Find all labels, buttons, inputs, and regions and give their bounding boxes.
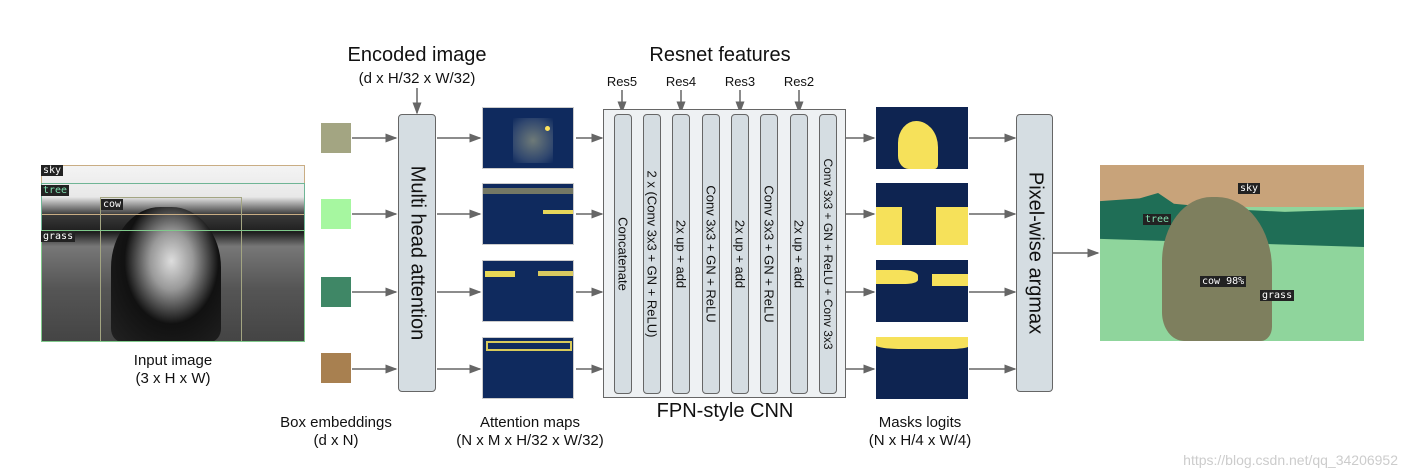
output-tag-sky: sky xyxy=(1238,183,1261,194)
res3-label: Res3 xyxy=(724,74,756,89)
attention-map-4 xyxy=(482,337,574,399)
box-embedding-cow xyxy=(321,123,351,153)
input-tag-grass: grass xyxy=(41,231,76,242)
output-tag-cow: cow 98% xyxy=(1200,276,1247,287)
res5-label: Res5 xyxy=(606,74,638,89)
box-embeddings-dims: (d x N) xyxy=(313,432,359,449)
input-tag-tree: tree xyxy=(41,185,70,196)
fpn-layer-4: Conv 3x3 + GN + ReLU xyxy=(702,114,720,394)
cow-silhouette xyxy=(111,207,221,342)
res4-label: Res4 xyxy=(665,74,697,89)
fpn-layer-2-label: 2 x (Conv 3x3 + GN + ReLU) xyxy=(644,170,660,338)
mask-logit-sky xyxy=(876,337,968,399)
input-image-dims: (3 x H x W) xyxy=(135,370,211,387)
attention-map-3 xyxy=(482,260,574,322)
encoded-image-title: Encoded image xyxy=(347,44,487,66)
box-embedding-sky xyxy=(321,353,351,383)
mask-logit-cow xyxy=(876,107,968,169)
fpn-layer-3: 2x up + add xyxy=(672,114,690,394)
multi-head-attention-block: Multi head attention xyxy=(398,114,436,392)
attention-maps-dims: (N x M x H/32 x W/32) xyxy=(456,432,604,449)
output-tag-tree: tree xyxy=(1143,214,1172,225)
pixel-wise-argmax-block: Pixel-wise argmax xyxy=(1016,114,1053,392)
input-image: sky tree cow grass xyxy=(41,165,305,342)
attention-maps-label: Attention maps xyxy=(479,414,581,431)
attention-map-1 xyxy=(482,107,574,169)
output-segmentation: sky tree cow 98% grass xyxy=(1100,165,1364,341)
mask-logit-grass xyxy=(876,183,968,245)
fpn-layer-2: 2 x (Conv 3x3 + GN + ReLU) xyxy=(643,114,661,394)
fpn-layer-1-label: Concatenate xyxy=(615,217,631,291)
box-embedding-tree xyxy=(321,277,351,307)
grass-box xyxy=(41,230,305,342)
fpn-layer-8-label: Conv 3x3 + GN + ReLU + Conv 3x3 xyxy=(821,158,835,350)
res2-label: Res2 xyxy=(783,74,815,89)
fpn-layer-7-label: 2x up + add xyxy=(791,219,807,289)
fpn-cnn-label: FPN-style CNN xyxy=(656,400,794,422)
fpn-layer-4-label: Conv 3x3 + GN + ReLU xyxy=(703,185,719,323)
cow-region xyxy=(1162,197,1272,341)
multi-head-attention-label: Multi head attention xyxy=(406,165,429,341)
mask-logit-tree xyxy=(876,260,968,322)
input-tag-sky: sky xyxy=(41,165,64,176)
encoded-image-dims: (d x H/32 x W/32) xyxy=(358,70,476,87)
fpn-cnn-block xyxy=(603,109,846,398)
fpn-layer-7: 2x up + add xyxy=(790,114,808,394)
fpn-layer-6-label: Conv 3x3 + GN + ReLU xyxy=(761,185,777,323)
fpn-layer-1: Concatenate xyxy=(614,114,632,394)
resnet-features-title: Resnet features xyxy=(649,44,791,66)
fpn-layer-8: Conv 3x3 + GN + ReLU + Conv 3x3 xyxy=(819,114,837,394)
input-tag-cow: cow xyxy=(101,199,124,210)
output-tag-grass: grass xyxy=(1260,290,1295,301)
box-embedding-grass xyxy=(321,199,351,229)
masks-logits-label: Masks logits xyxy=(878,414,962,431)
fpn-layer-6: Conv 3x3 + GN + ReLU xyxy=(760,114,778,394)
fpn-layer-3-label: 2x up + add xyxy=(673,219,689,289)
fpn-layer-5: 2x up + add xyxy=(731,114,749,394)
pixel-wise-argmax-label: Pixel-wise argmax xyxy=(1024,171,1046,335)
box-embeddings-label: Box embeddings xyxy=(280,414,392,431)
watermark: https://blog.csdn.net/qq_34206952 xyxy=(1183,452,1398,468)
input-image-label: Input image xyxy=(133,352,213,369)
masks-logits-dims: (N x H/4 x W/4) xyxy=(868,432,972,449)
fpn-layer-5-label: 2x up + add xyxy=(732,219,748,289)
attention-map-2 xyxy=(482,183,574,245)
